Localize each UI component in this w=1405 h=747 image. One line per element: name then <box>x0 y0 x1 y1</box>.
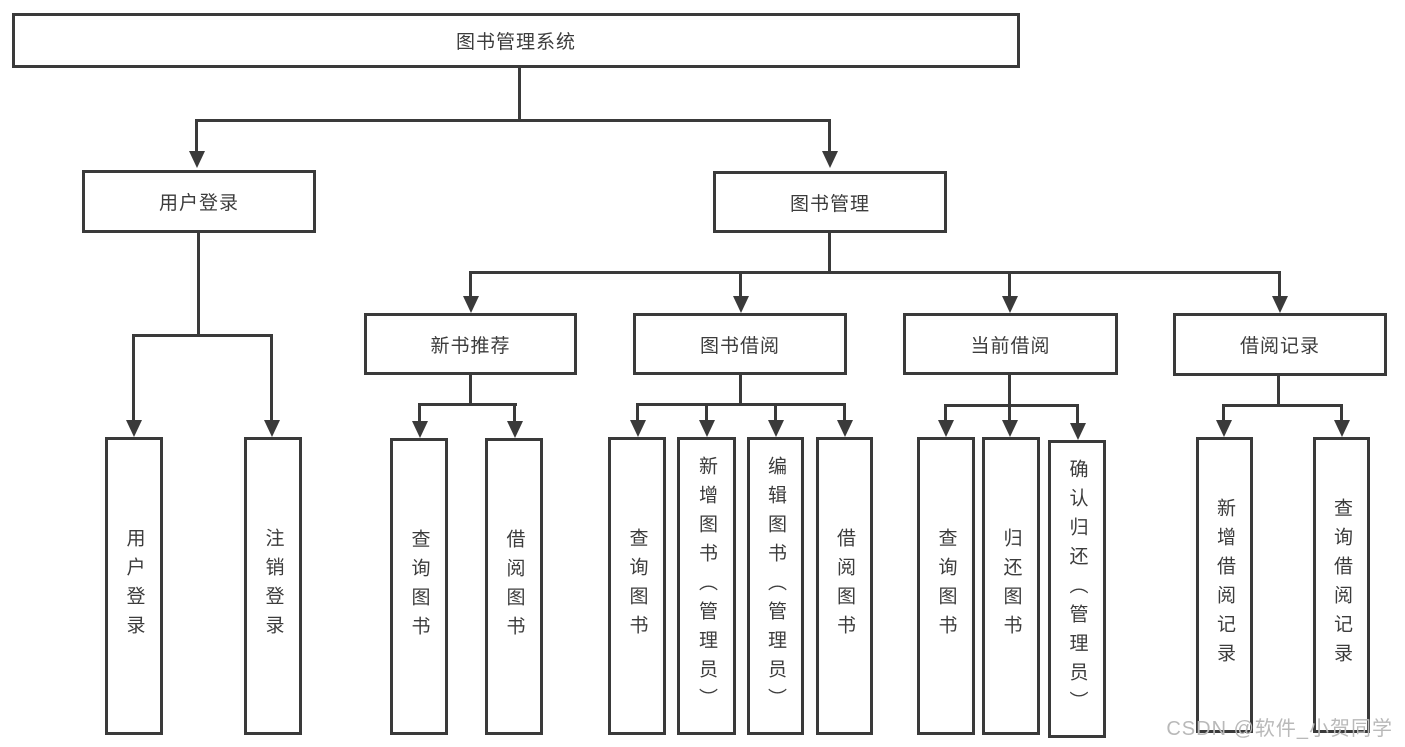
node-root-label: 图书管理系统 <box>455 32 576 53</box>
leaf-user-login-label: 用户登录 <box>123 528 145 644</box>
connector-to-edit-books <box>774 403 777 421</box>
node-new-book-recommend-label: 新书推荐 <box>430 335 511 357</box>
node-book-management: 图书管理 <box>713 171 947 233</box>
connector-bookmgmt-stem <box>828 233 831 274</box>
connector-to-query3 <box>944 404 947 421</box>
arrowhead-confirm-return <box>1070 423 1086 440</box>
connector-borrowrecords-hbar <box>1222 404 1343 407</box>
connector-to-leaf-user-login <box>132 334 135 422</box>
connector-to-borrow2 <box>843 403 846 421</box>
node-root: 图书管理系统 <box>12 13 1020 68</box>
connector-to-borrow1 <box>513 403 516 423</box>
arrowhead-new-book <box>463 296 479 313</box>
connector-to-add-books <box>705 403 708 421</box>
connector-newbook-hbar <box>418 403 517 406</box>
node-user-login-label: 用户登录 <box>158 193 239 214</box>
connector-to-borrow-records <box>1278 271 1281 298</box>
connector-to-new-book <box>469 271 472 298</box>
connector-bookborrow-hbar <box>636 403 846 406</box>
connector-root-stem <box>518 68 521 121</box>
node-book-borrow-label: 图书借阅 <box>699 335 780 357</box>
connector-to-book-borrow <box>739 271 742 298</box>
node-book-borrow: 图书借阅 <box>633 313 847 375</box>
arrowhead-add-record <box>1216 420 1232 437</box>
leaf-borrow-books-2-label: 借阅图书 <box>834 528 855 644</box>
arrowhead-leaf-logout <box>264 420 280 437</box>
connector-to-query-record <box>1340 404 1343 421</box>
node-borrow-records: 借阅记录 <box>1173 313 1387 376</box>
node-current-borrow-label: 当前借阅 <box>970 335 1051 357</box>
arrowhead-user-login <box>189 151 205 168</box>
leaf-add-books-admin-label: 新增图书（管理员） <box>696 455 717 717</box>
leaf-logout-label: 注销登录 <box>262 528 284 644</box>
leaf-confirm-return-admin: 确认归还（管理员） <box>1048 440 1106 738</box>
arrowhead-book-management <box>822 151 838 168</box>
leaf-user-login: 用户登录 <box>105 437 163 735</box>
leaf-query-books-1-label: 查询图书 <box>408 528 430 645</box>
leaf-query-borrow-record-label: 查询借阅记录 <box>1331 498 1352 672</box>
leaf-query-books-3: 查询图书 <box>917 437 975 735</box>
arrowhead-return-books <box>1002 420 1018 437</box>
arrowhead-book-borrow <box>733 296 749 313</box>
connector-to-user-login <box>195 119 198 153</box>
csdn-watermark: CSDN @软件_小贺同学 <box>1166 718 1393 740</box>
leaf-borrow-books-1-label: 借阅图书 <box>503 528 525 645</box>
arrowhead-borrow2 <box>837 420 853 437</box>
connector-to-query2 <box>636 403 639 421</box>
leaf-query-books-3-label: 查询图书 <box>935 528 957 644</box>
connector-to-return-books <box>1008 404 1011 421</box>
node-current-borrow: 当前借阅 <box>903 313 1118 375</box>
node-book-management-label: 图书管理 <box>789 193 870 215</box>
connector-bookmgmt-hbar <box>469 271 1281 274</box>
arrowhead-query3 <box>938 420 954 437</box>
connector-to-book-management <box>828 119 831 153</box>
node-borrow-records-label: 借阅记录 <box>1239 336 1320 357</box>
node-user-login: 用户登录 <box>82 170 316 233</box>
leaf-add-books-admin: 新增图书（管理员） <box>677 437 736 735</box>
leaf-add-borrow-record: 新增借阅记录 <box>1196 437 1253 733</box>
leaf-query-books-1: 查询图书 <box>390 438 448 735</box>
connector-to-current-borrow <box>1008 271 1011 298</box>
connector-currentborrow-hbar <box>944 404 1079 407</box>
arrowhead-borrow-records <box>1272 296 1288 313</box>
node-new-book-recommend: 新书推荐 <box>364 313 577 375</box>
connector-borrowrecords-stem <box>1277 376 1280 406</box>
arrowhead-query2 <box>630 420 646 437</box>
leaf-return-books: 归还图书 <box>982 437 1040 735</box>
arrowhead-add-books <box>699 420 715 437</box>
connector-currentborrow-stem <box>1008 375 1011 406</box>
leaf-query-books-2: 查询图书 <box>608 437 666 735</box>
connector-root-hbar <box>196 119 831 122</box>
connector-bookborrow-stem <box>739 375 742 405</box>
leaf-edit-books-admin-label: 编辑图书（管理员） <box>765 455 786 717</box>
leaf-query-borrow-record: 查询借阅记录 <box>1313 437 1370 733</box>
connector-to-query1 <box>418 403 421 423</box>
connector-to-confirm-return <box>1076 404 1079 424</box>
leaf-query-books-2-label: 查询图书 <box>626 528 648 644</box>
arrowhead-leaf-user-login <box>126 420 142 437</box>
leaf-logout: 注销登录 <box>244 437 302 735</box>
arrowhead-query1 <box>412 421 428 438</box>
leaf-confirm-return-admin-label: 确认归还（管理员） <box>1066 458 1088 720</box>
connector-userlogin-hbar <box>132 334 273 337</box>
leaf-add-borrow-record-label: 新增借阅记录 <box>1214 498 1235 672</box>
arrowhead-query-record <box>1334 420 1350 437</box>
connector-userlogin-stem <box>197 233 200 336</box>
arrowhead-borrow1 <box>507 421 523 438</box>
leaf-return-books-label: 归还图书 <box>1000 528 1022 644</box>
leaf-borrow-books-2: 借阅图书 <box>816 437 873 735</box>
connector-to-leaf-logout <box>270 334 273 422</box>
leaf-borrow-books-1: 借阅图书 <box>485 438 543 735</box>
leaf-edit-books-admin: 编辑图书（管理员） <box>747 437 804 735</box>
connector-to-add-record <box>1222 404 1225 421</box>
arrowhead-current-borrow <box>1002 296 1018 313</box>
arrowhead-edit-books <box>768 420 784 437</box>
connector-newbook-stem <box>469 375 472 406</box>
